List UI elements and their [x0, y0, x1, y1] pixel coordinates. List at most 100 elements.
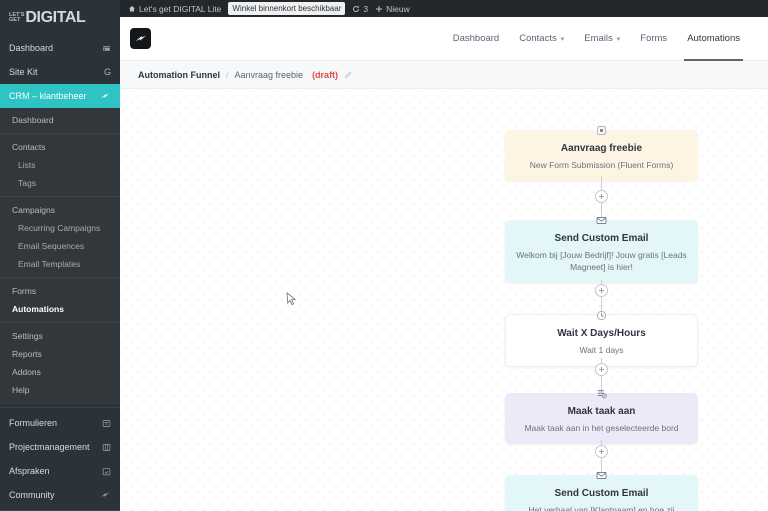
node-subtitle: Wait 1 days: [579, 345, 624, 355]
submenu-item-reports[interactable]: Reports: [12, 349, 42, 359]
sidebar-item-label: Community: [9, 490, 55, 500]
adminbar-updates[interactable]: 3: [352, 4, 368, 14]
flow-node-create-task[interactable]: Maak taak aan Maak taak aan in het gesel…: [505, 389, 698, 444]
node-subtitle: Maak taak aan in het geselecteerde bord: [524, 423, 679, 433]
tab-contacts[interactable]: Contacts ▾: [519, 17, 564, 61]
refresh-icon: [352, 5, 360, 13]
flow-node-trigger[interactable]: Aanvraag freebie New Form Submission (Fl…: [505, 125, 698, 181]
dashboard-icon: [102, 44, 111, 53]
sidebar-item-dashboard[interactable]: Dashboard: [0, 36, 120, 60]
tab-label: Emails: [584, 33, 613, 44]
flow-node-send-email-1[interactable]: Send Custom Email Welkom bij [Jouw Bedri…: [505, 216, 698, 283]
sidebar-item-label: Formulieren: [9, 418, 58, 428]
task-icon: [595, 386, 609, 400]
flow-connector: [601, 203, 602, 220]
status-badge: (draft): [312, 69, 339, 80]
node-title: Maak taak aan: [567, 406, 636, 417]
app-header: Dashboard Contacts ▾ Emails ▾ Forms Auto…: [120, 17, 768, 61]
tab-automations[interactable]: Automations: [684, 17, 743, 61]
adminbar-site-link[interactable]: Let's get DIGITAL Lite: [128, 4, 221, 14]
node-title: Send Custom Email: [554, 233, 649, 244]
fluentcrm-icon: [100, 92, 111, 101]
tab-label: Forms: [640, 33, 668, 44]
google-g-icon: G: [103, 67, 111, 77]
breadcrumb-separator: /: [226, 69, 229, 80]
crm-submenu: Dashboard Contacts Lists Tags Campaigns …: [0, 108, 120, 404]
sidebar-item-community[interactable]: Community: [0, 483, 120, 507]
tab-label: Contacts: [519, 33, 557, 44]
submenu-item-automations[interactable]: Automations: [12, 304, 64, 314]
form-icon: [102, 419, 111, 428]
fluentcrm-logo-icon[interactable]: [130, 28, 151, 49]
add-step-button-2[interactable]: [595, 284, 608, 297]
add-step-button-4[interactable]: [595, 445, 608, 458]
plus-circle-icon: [599, 367, 604, 372]
wp-admin-sidebar: LET'S GET DIGITAL Dashboard Site Kit G C…: [0, 0, 120, 511]
automation-canvas[interactable]: Aanvraag freebie New Form Submission (Fl…: [120, 90, 768, 511]
sidebar-item-label: Projectmanagement: [9, 442, 90, 452]
submenu-divider: [0, 196, 120, 197]
sidebar-item-label: CRM – klantbeheer: [9, 91, 87, 101]
sidebar-item-afspraken[interactable]: Afspraken: [0, 459, 120, 483]
sidebar-top-menu: Dashboard Site Kit G CRM – klantbeheer D…: [0, 36, 120, 511]
submenu-divider: [0, 322, 120, 323]
submenu-item-recurring-campaigns[interactable]: Recurring Campaigns: [18, 223, 101, 233]
breadcrumb: Automation Funnel / Aanvraag freebie (dr…: [120, 61, 768, 89]
plus-circle-icon: [599, 194, 604, 199]
breadcrumb-current: Aanvraag freebie: [234, 69, 304, 80]
tab-emails[interactable]: Emails ▾: [584, 17, 620, 61]
flow-connector: [601, 297, 602, 316]
community-icon: [100, 491, 111, 500]
home-icon: [128, 5, 136, 13]
app-top-nav: Dashboard Contacts ▾ Emails ▾ Forms Auto…: [453, 17, 758, 61]
submenu-item-email-templates[interactable]: Email Templates: [18, 259, 81, 269]
node-title: Send Custom Email: [554, 488, 649, 499]
sidebar-item-crm[interactable]: CRM – klantbeheer: [0, 84, 120, 108]
tab-label: Automations: [687, 33, 740, 44]
node-title: Aanvraag freebie: [560, 143, 643, 154]
flow-node-send-email-2[interactable]: Send Custom Email Het verhaal van [Klant…: [505, 471, 698, 511]
submenu-item-forms[interactable]: Forms: [12, 286, 37, 296]
flow-connector: [601, 376, 602, 393]
sidebar-item-formulieren[interactable]: Formulieren: [0, 411, 120, 435]
add-step-button-3[interactable]: [595, 363, 608, 376]
tab-dashboard[interactable]: Dashboard: [453, 17, 499, 61]
submenu-item-dashboard[interactable]: Dashboard: [12, 115, 54, 125]
submenu-divider: [0, 277, 120, 278]
fluentcrm-app: Dashboard Contacts ▾ Emails ▾ Forms Auto…: [120, 17, 768, 511]
submenu-item-tags[interactable]: Tags: [18, 178, 36, 188]
add-step-button-1[interactable]: [595, 190, 608, 203]
adminbar-new-label: Nieuw: [386, 3, 410, 14]
submenu-item-help[interactable]: Help: [12, 385, 30, 395]
submenu-item-contacts[interactable]: Contacts: [12, 142, 46, 152]
submenu-item-addons[interactable]: Addons: [12, 367, 41, 377]
submenu-item-settings[interactable]: Settings: [12, 331, 43, 341]
adminbar-site-name: Let's get DIGITAL Lite: [139, 3, 222, 14]
site-brand-logo: LET'S GET DIGITAL: [0, 0, 120, 36]
tab-forms[interactable]: Forms: [640, 17, 667, 61]
submenu-item-campaigns[interactable]: Campaigns: [12, 205, 55, 215]
brand-prefix: LET'S GET: [9, 11, 25, 23]
node-subtitle: New Form Submission (Fluent Forms): [529, 160, 674, 170]
tab-label: Dashboard: [452, 33, 500, 44]
pencil-icon[interactable]: [344, 71, 352, 79]
sidebar-item-site-kit[interactable]: Site Kit G: [0, 60, 120, 84]
chevron-down-icon: ▾: [616, 35, 621, 43]
calendar-check-icon: [102, 467, 111, 476]
submenu-item-email-sequences[interactable]: Email Sequences: [18, 241, 85, 251]
node-subtitle: Welkom bij [Jouw Bedrijf]! Jouw gratis […: [516, 250, 687, 272]
form-submission-icon: [595, 123, 609, 137]
submenu-item-lists[interactable]: Lists: [18, 160, 36, 170]
sidebar-item-projectmanagement[interactable]: Projectmanagement: [0, 435, 120, 459]
breadcrumb-root[interactable]: Automation Funnel: [138, 69, 220, 80]
plus-icon: [375, 5, 383, 13]
adminbar-shop-notice[interactable]: Winkel binnenkort beschikbaar: [228, 2, 346, 15]
email-icon: [595, 468, 609, 482]
sidebar-item-label: Site Kit: [9, 67, 38, 77]
adminbar-new-content[interactable]: Nieuw: [375, 4, 410, 14]
chevron-down-icon: ▾: [560, 35, 565, 43]
clock-icon: [595, 308, 609, 322]
email-icon: [595, 213, 609, 227]
sidebar-item-label: Dashboard: [9, 43, 54, 53]
automation-flow: Aanvraag freebie New Form Submission (Fl…: [120, 90, 768, 511]
